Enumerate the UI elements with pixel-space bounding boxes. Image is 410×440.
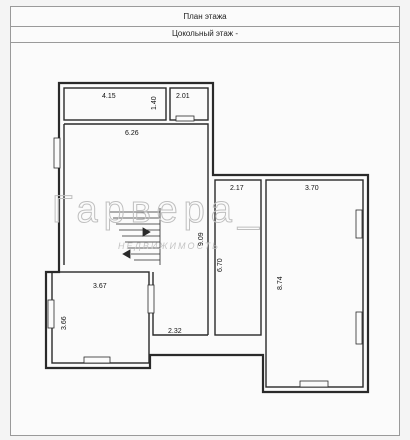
floor-subtitle: Цокольный этаж - bbox=[171, 29, 239, 38]
dim-bottom-left-width: 3.67 bbox=[93, 283, 107, 290]
staircase bbox=[110, 208, 161, 265]
interior-walls bbox=[51, 87, 364, 388]
watermark-brand: Гарвера_ bbox=[52, 189, 265, 231]
dim-hall-length: 9.09 bbox=[198, 232, 205, 246]
floor-plan-sheet: План этажа Цокольный этаж - bbox=[10, 6, 400, 436]
exterior-walls bbox=[44, 81, 370, 394]
dim-hall-width: 6.26 bbox=[125, 130, 139, 137]
dim-small-room-width: 2.01 bbox=[176, 93, 190, 100]
plan-title: План этажа bbox=[183, 12, 227, 21]
dim-bottom-gap: 2.32 bbox=[168, 328, 182, 335]
dim-large-room-width: 3.70 bbox=[305, 185, 319, 192]
dim-corridor-length: 6.70 bbox=[217, 258, 224, 272]
dim-top-room-depth: 1.40 bbox=[151, 96, 158, 110]
subtitle-divider bbox=[11, 42, 399, 43]
corridor-room bbox=[214, 179, 262, 336]
watermark: Гарвера_ НЕДВИЖИМОСТЬ bbox=[52, 189, 265, 252]
header-divider bbox=[11, 26, 399, 27]
windows bbox=[47, 115, 363, 388]
dim-top-room-width: 4.15 bbox=[102, 93, 116, 100]
dim-bottom-left-depth: 3.66 bbox=[61, 316, 68, 330]
dim-large-room-length: 8.74 bbox=[277, 276, 284, 290]
watermark-tagline: НЕДВИЖИМОСТЬ bbox=[118, 241, 220, 251]
dim-corridor-width: 2.17 bbox=[230, 185, 244, 192]
dimension-labels: 4.15 1.40 2.01 6.26 9.09 2.17 6.70 3.70 … bbox=[61, 93, 319, 335]
top-storage-room bbox=[63, 87, 167, 121]
